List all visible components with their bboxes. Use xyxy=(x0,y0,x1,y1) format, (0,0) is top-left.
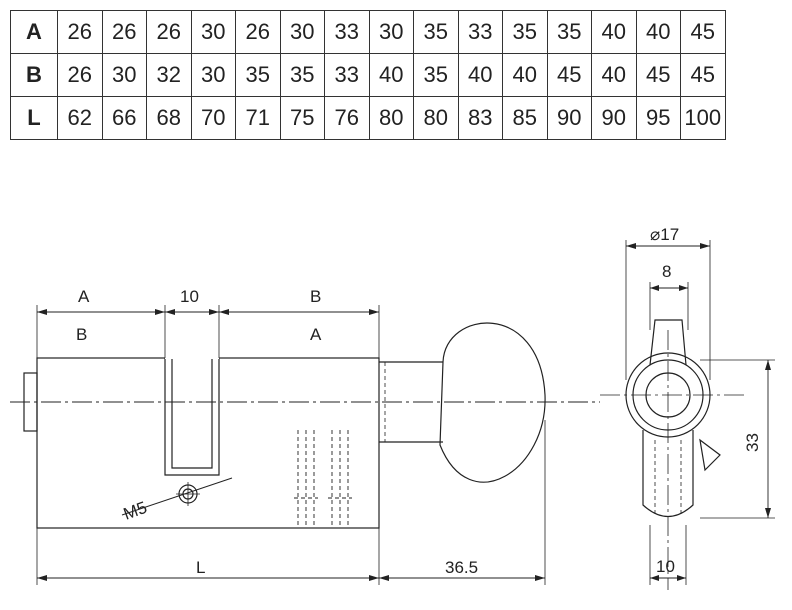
table-cell: 30 xyxy=(279,10,325,54)
table-cell: 40 xyxy=(635,10,681,54)
label-total-length: L xyxy=(196,558,205,577)
table-cell: 76 xyxy=(324,96,370,140)
table-cell: 90 xyxy=(591,96,637,140)
table-cell: 95 xyxy=(635,96,681,140)
label-inner-width: 8 xyxy=(662,262,671,281)
cylinder-body xyxy=(36,357,380,529)
label-b-below-a: B xyxy=(76,325,87,344)
table-cell: 35 xyxy=(502,10,548,54)
row-label: A xyxy=(10,10,58,54)
end-lower-body xyxy=(642,430,694,518)
table-cell: 45 xyxy=(546,53,592,97)
end-mid-circle xyxy=(632,359,704,431)
table-cell: 26 xyxy=(146,10,192,54)
table-cell: 100 xyxy=(680,96,726,140)
table-cell: 30 xyxy=(190,53,236,97)
table-cell: 90 xyxy=(546,96,592,140)
end-inner-circle xyxy=(645,372,691,418)
table-cell: 35 xyxy=(235,53,281,97)
table-cell: 40 xyxy=(457,53,503,97)
label-knob-length: 36.5 xyxy=(445,558,478,577)
end-outer-circle xyxy=(625,352,711,438)
table-cell: 35 xyxy=(413,53,459,97)
table-cell: 75 xyxy=(279,96,325,140)
table-cell: 32 xyxy=(146,53,192,97)
label-screw: M5 xyxy=(121,498,150,524)
key-stub xyxy=(23,372,38,432)
table-cell: 45 xyxy=(680,53,726,97)
side-labels: A B 10 B A L 36.5 M5 xyxy=(76,287,478,577)
label-diameter: ⌀17 xyxy=(650,225,679,244)
label-b-top: B xyxy=(310,287,321,306)
thumb-knob xyxy=(439,322,546,483)
end-view xyxy=(600,240,775,590)
table-cell: 26 xyxy=(57,10,103,54)
end-top-cam xyxy=(649,319,687,366)
table-cell: 40 xyxy=(502,53,548,97)
cam-slot-outer xyxy=(164,358,220,476)
table-cell: 40 xyxy=(591,53,637,97)
table-cell: 35 xyxy=(279,53,325,97)
label-cam-width: 10 xyxy=(180,287,199,306)
end-labels: ⌀17 8 33 10 xyxy=(650,225,762,576)
table-cell: 85 xyxy=(502,96,548,140)
table-cell: 30 xyxy=(101,53,147,97)
table-cell: 80 xyxy=(413,96,459,140)
table-cell: 71 xyxy=(235,96,281,140)
knob-shaft xyxy=(379,361,443,443)
table-cell: 35 xyxy=(413,10,459,54)
table-cell: 33 xyxy=(324,53,370,97)
label-a-below-b: A xyxy=(310,325,322,344)
table-cell: 26 xyxy=(235,10,281,54)
pin-holes xyxy=(294,430,352,525)
table-cell: 45 xyxy=(635,53,681,97)
label-a-top: A xyxy=(78,287,90,306)
label-bottom-width: 10 xyxy=(656,557,675,576)
row-label: L xyxy=(10,96,58,140)
side-view xyxy=(10,305,600,585)
screw-leader xyxy=(121,477,233,516)
cam-slot-inner xyxy=(171,358,213,469)
table-cell: 30 xyxy=(368,10,414,54)
row-label: B xyxy=(10,53,58,97)
label-height: 33 xyxy=(743,433,762,452)
table-cell: 62 xyxy=(57,96,103,140)
end-cam-tab xyxy=(699,438,721,472)
